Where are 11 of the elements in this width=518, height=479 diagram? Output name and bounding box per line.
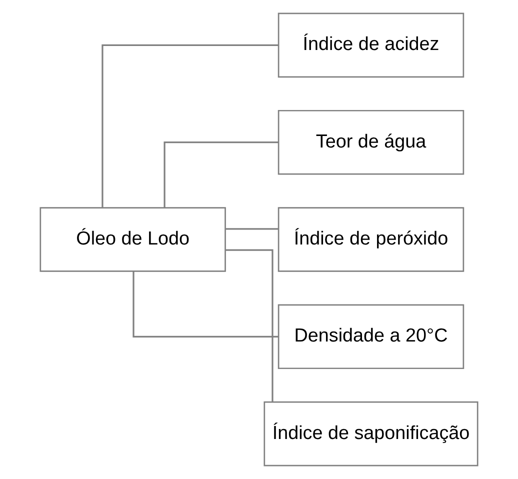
node-box: Óleo de Lodo [40,207,226,272]
node-box: Índice de acidez [278,12,464,78]
connector [226,249,274,402]
connector [102,44,278,208]
connector [164,142,278,208]
node-box: Teor de água [278,110,464,175]
connector [226,228,278,230]
connector [132,271,278,338]
node-box: Densidade a 20°C [278,304,464,370]
node-box: Índice de saponificação [264,401,478,466]
node-box: Índice de peróxido [278,207,464,272]
